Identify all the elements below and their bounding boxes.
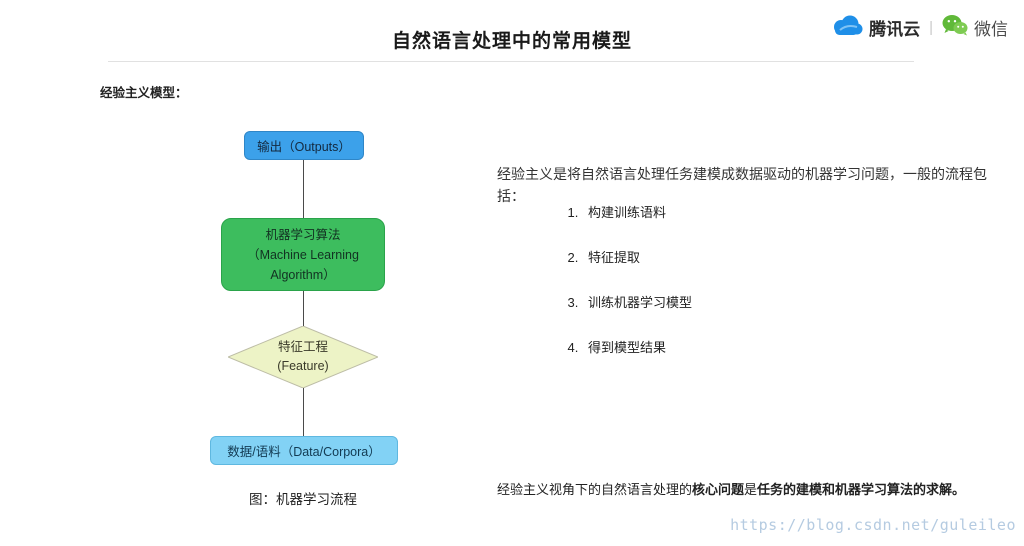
step-item-1: 构建训练语料 xyxy=(582,202,692,221)
step-item-3: 训练机器学习模型 xyxy=(582,292,692,311)
flow-node-feature: 特征工程 (Feature) xyxy=(228,326,378,388)
tencent-cloud-icon xyxy=(830,13,863,41)
flow-node-data: 数据/语料（Data/Corpora） xyxy=(210,436,398,465)
brand-area: 腾讯云 | 微信 xyxy=(830,13,1008,41)
algorithm-line-1: 机器学习算法 xyxy=(265,227,341,242)
algorithm-line-3: Algorithm） xyxy=(270,267,336,282)
flow-node-outputs: 输出（Outputs） xyxy=(244,131,364,160)
conclusion-bold-1: 核心问题 xyxy=(692,482,745,497)
connector-outputs-algorithm xyxy=(303,160,304,218)
wechat-label: 微信 xyxy=(974,19,1008,39)
conclusion-prefix: 经验主义视角下的自然语言处理的 xyxy=(497,482,693,497)
algorithm-line-2: （Machine Learning xyxy=(247,247,359,262)
intro-paragraph: 经验主义是将自然语言处理任务建模成数据驱动的机器学习问题，一般的流程包括： xyxy=(497,166,987,205)
feature-line-2: (Feature) xyxy=(277,359,329,373)
conclusion-mid: 是 xyxy=(744,482,758,497)
step-item-4: 得到模型结果 xyxy=(582,337,692,356)
connector-algorithm-feature xyxy=(303,291,304,326)
step-item-2: 特征提取 xyxy=(582,247,692,266)
connector-feature-data xyxy=(303,388,304,436)
brand-separator: | xyxy=(929,18,933,36)
flowchart-caption: 图：机器学习流程 xyxy=(249,492,357,507)
conclusion-paragraph: 经验主义视角下的自然语言处理的核心问题是任务的建模和机器学习算法的求解。 xyxy=(497,480,997,500)
section-label: 经验主义模型： xyxy=(100,86,188,100)
tencent-cloud-label: 腾讯云 xyxy=(869,19,921,39)
conclusion-bold-2: 任务的建模和机器学习算法的求解。 xyxy=(757,482,966,497)
feature-line-1: 特征工程 xyxy=(277,340,328,355)
watermark-url: https://blog.csdn.net/guleileo xyxy=(730,516,1016,534)
steps-list: 构建训练语料 特征提取 训练机器学习模型 得到模型结果 xyxy=(560,202,692,382)
wechat-icon xyxy=(942,14,968,41)
title-divider xyxy=(108,61,914,62)
flow-node-algorithm: 机器学习算法 （Machine Learning Algorithm） xyxy=(221,218,385,291)
page-title: 自然语言处理中的常用模型 xyxy=(391,31,632,52)
